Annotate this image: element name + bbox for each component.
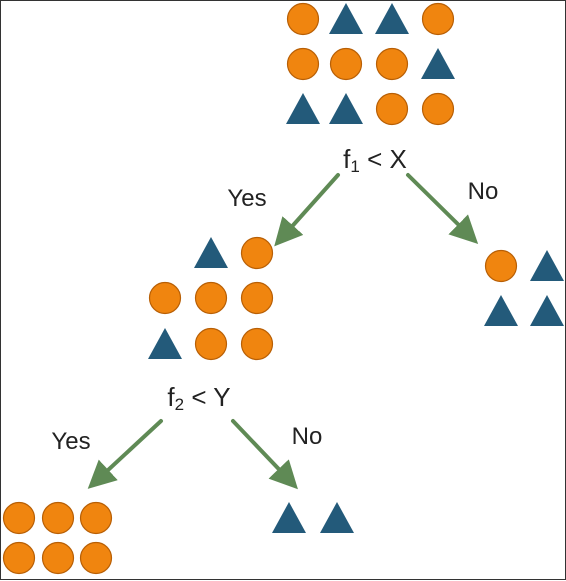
orange-circle-sample [194,327,228,361]
orange-circle-sample [148,281,182,315]
orange-circle-sample [421,92,455,126]
blue-triangle-sample [530,250,564,281]
orange-circle-sample [286,47,320,81]
label-no-left: No [292,423,323,450]
node-right-samples [484,249,564,326]
node-left-samples [148,236,274,361]
blue-triangle-sample [286,93,320,124]
edge-root-to-right-arrow [406,173,479,245]
orange-circle-sample [240,236,274,270]
orange-circle-sample [79,541,113,575]
orange-circle-sample [375,47,409,81]
blue-triangle-sample [320,502,354,533]
label-no-root: No [468,178,499,205]
blue-triangle-sample [421,48,455,79]
blue-triangle-sample [272,502,306,533]
condition-left: f2 < Y [167,382,230,414]
orange-circle-sample [41,501,75,535]
orange-circle-sample [240,281,274,315]
blue-triangle-sample [148,328,182,359]
orange-circle-sample [329,47,363,81]
orange-circle-sample [2,501,36,535]
orange-circle-sample [194,281,228,315]
orange-circle-sample [375,92,409,126]
blue-triangle-sample [329,93,363,124]
edge-left-to-left-left-arrow [87,419,163,489]
blue-triangle-sample [194,237,228,268]
blue-triangle-sample [484,295,518,326]
orange-circle-sample [240,327,274,361]
orange-circle-sample [421,2,455,36]
blue-triangle-sample [329,3,363,34]
edge-root-to-left-arrow [274,173,340,247]
label-yes-root: Yes [227,185,266,212]
label-yes-left: Yes [51,428,90,455]
edge-left-to-left-right-arrow [231,419,298,490]
node-left-left-samples [2,501,113,575]
blue-triangle-sample [375,3,409,34]
orange-circle-sample [484,249,518,283]
node-left-right-samples [272,502,354,533]
orange-circle-sample [286,2,320,36]
blue-triangle-sample [530,295,564,326]
node-root-samples [286,2,455,126]
orange-circle-sample [79,501,113,535]
orange-circle-sample [41,541,75,575]
orange-circle-sample [2,541,36,575]
condition-root: f1 < X [343,144,407,176]
